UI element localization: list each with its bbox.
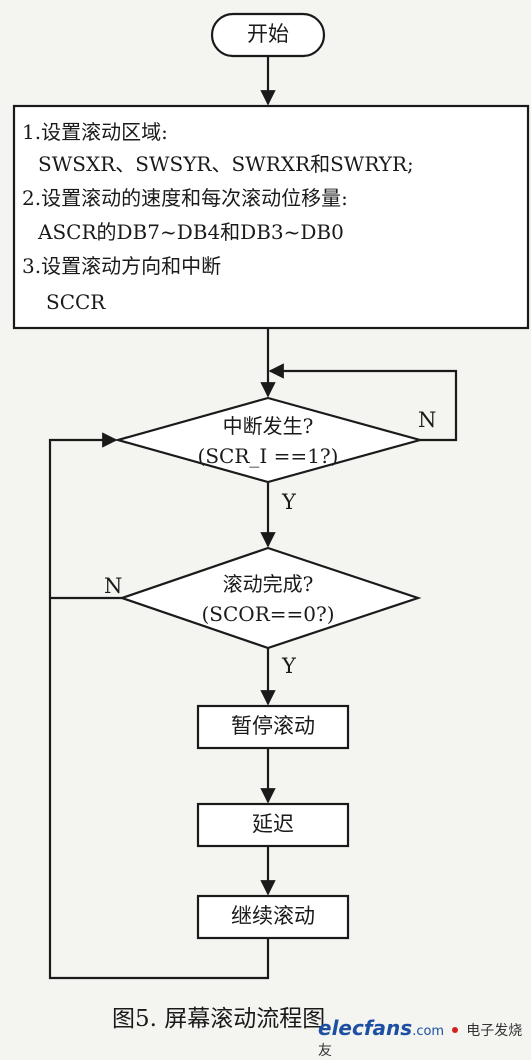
- setup-line-4: ASCR的DB7~DB4和DB3~DB0: [38, 220, 344, 244]
- decision2-diamond: [118, 546, 422, 650]
- setup-line-5: 3.设置滚动方向和中断: [22, 254, 222, 278]
- decision2-yes-label: Y: [282, 654, 296, 678]
- delay-box: [196, 802, 350, 848]
- resume-label: 继续滚动: [231, 904, 315, 928]
- decision2-no-label: N: [104, 574, 123, 598]
- decision1-question: 中断发生?: [222, 414, 314, 438]
- decision2-condition: (SCOR==0?): [201, 602, 335, 626]
- decision1-condition: (SCR_I ==1?): [197, 444, 339, 468]
- setup-line-6: SCCR: [46, 290, 106, 314]
- watermark-domain-suffix: .com: [412, 1024, 445, 1039]
- setup-line-3: 2.设置滚动的速度和每次滚动位移量:: [22, 186, 348, 210]
- elecfans-watermark: elecfans.com 电子发烧友: [318, 1016, 531, 1060]
- watermark-brand: elecfans: [318, 1016, 413, 1040]
- start-label: 开始: [247, 22, 289, 46]
- resume-loop-back: [48, 432, 270, 980]
- decision2-question: 滚动完成?: [222, 572, 314, 596]
- pause-box: [196, 704, 350, 750]
- decision1-yes-label: Y: [282, 490, 296, 514]
- decision1-diamond: [113, 396, 425, 484]
- setup-box: [12, 104, 530, 330]
- setup-line-1: 1.设置滚动区域:: [22, 120, 168, 144]
- decision1-no-loop: [268, 363, 458, 442]
- delay-label: 延迟: [252, 812, 294, 836]
- decision1-no-label: N: [418, 408, 437, 432]
- setup-line-2: SWSXR、SWSYR、SWRXR和SWRYR;: [38, 152, 414, 176]
- figure-caption: 图5. 屏幕滚动流程图: [112, 1006, 326, 1032]
- pause-label: 暂停滚动: [231, 714, 315, 738]
- resume-box: [196, 894, 350, 940]
- watermark-dot-icon: [452, 1027, 459, 1033]
